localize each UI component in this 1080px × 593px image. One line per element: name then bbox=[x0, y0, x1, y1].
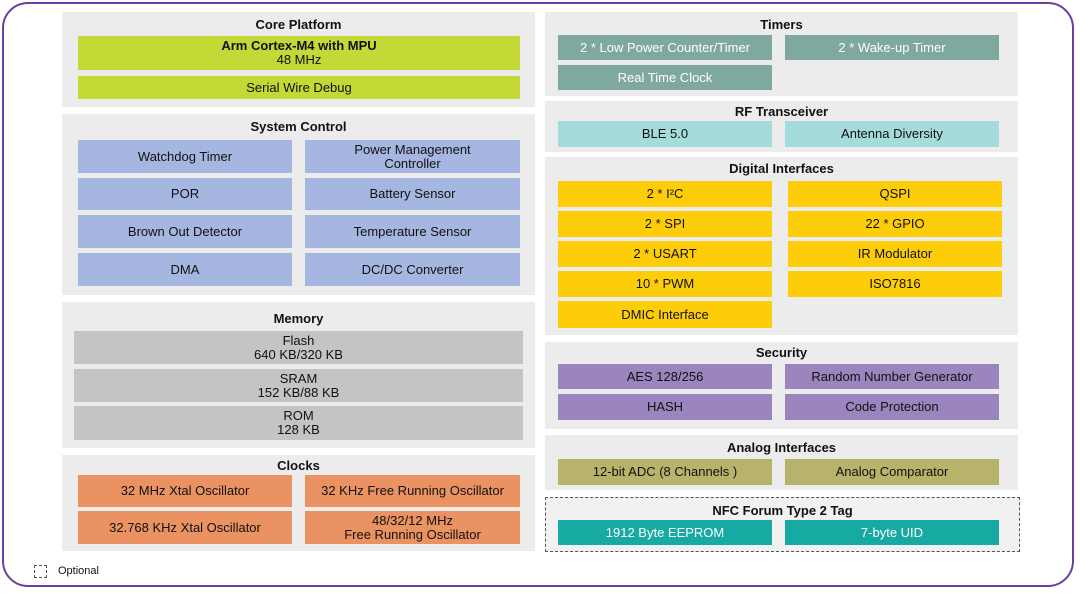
power-management-block: Power Management Controller bbox=[305, 140, 520, 173]
clocks-panel: Clocks 32 MHz Xtal Oscillator 32 KHz Fre… bbox=[62, 455, 535, 551]
48-32-12mhz-line2: Free Running Oscillator bbox=[344, 526, 481, 542]
analog-comparator-block: Analog Comparator bbox=[785, 459, 999, 485]
48-32-12mhz-block: 48/32/12 MHz Free Running Oscillator bbox=[305, 511, 520, 544]
32mhz-xtal-block: 32 MHz Xtal Oscillator bbox=[78, 475, 292, 507]
low-power-counter-block: 2 * Low Power Counter/Timer bbox=[558, 35, 772, 60]
battery-sensor-block: Battery Sensor bbox=[305, 178, 520, 210]
rom-block: ROM 128 KB bbox=[74, 406, 523, 440]
optional-legend-swatch bbox=[34, 565, 47, 578]
32khz-free-running-block: 32 KHz Free Running Oscillator bbox=[305, 475, 520, 507]
digital-interfaces-title: Digital Interfaces bbox=[729, 161, 834, 176]
pwm-block: 10 * PWM bbox=[558, 271, 772, 297]
nfc-title: NFC Forum Type 2 Tag bbox=[712, 503, 853, 518]
rom-name: ROM bbox=[283, 408, 314, 423]
qspi-block: QSPI bbox=[788, 181, 1002, 207]
timers-panel: Timers 2 * Low Power Counter/Timer 2 * W… bbox=[545, 12, 1018, 96]
memory-title: Memory bbox=[273, 311, 324, 326]
adc-block: 12-bit ADC (8 Channels ) bbox=[558, 459, 772, 485]
por-block: POR bbox=[78, 178, 292, 210]
dcdc-converter-block: DC/DC Converter bbox=[305, 253, 520, 286]
rf-transceiver-title: RF Transceiver bbox=[734, 104, 829, 119]
temperature-sensor-block: Temperature Sensor bbox=[305, 215, 520, 248]
system-control-title: System Control bbox=[250, 119, 347, 134]
timers-title: Timers bbox=[760, 17, 803, 32]
rom-size: 128 KB bbox=[277, 422, 320, 437]
gpio-block: 22 * GPIO bbox=[788, 211, 1002, 237]
sram-block: SRAM 152 KB/88 KB bbox=[74, 369, 523, 402]
rf-transceiver-panel: RF Transceiver BLE 5.0 Antenna Diversity bbox=[545, 101, 1018, 152]
watchdog-timer-block: Watchdog Timer bbox=[78, 140, 292, 173]
ir-modulator-block: IR Modulator bbox=[788, 241, 1002, 267]
ble-block: BLE 5.0 bbox=[558, 121, 772, 147]
real-time-clock-block: Real Time Clock bbox=[558, 65, 772, 90]
digital-interfaces-panel: Digital Interfaces 2 * I²C QSPI 2 * SPI … bbox=[545, 157, 1018, 335]
antenna-diversity-block: Antenna Diversity bbox=[785, 121, 999, 147]
cpu-frequency: 48 MHz bbox=[276, 52, 322, 67]
eeprom-block: 1912 Byte EEPROM bbox=[558, 520, 772, 545]
analog-interfaces-panel: Analog Interfaces 12-bit ADC (8 Channels… bbox=[545, 435, 1018, 490]
core-platform-title: Core Platform bbox=[255, 17, 342, 32]
wakeup-timer-block: 2 * Wake-up Timer bbox=[785, 35, 999, 60]
flash-block: Flash 640 KB/320 KB bbox=[74, 331, 523, 364]
serial-wire-debug-block: Serial Wire Debug bbox=[78, 76, 520, 99]
32768khz-xtal-block: 32.768 KHz Xtal Oscillator bbox=[78, 511, 292, 544]
uid-block: 7-byte UID bbox=[785, 520, 999, 545]
cpu-name: Arm Cortex-M4 with MPU bbox=[221, 38, 377, 53]
core-platform-panel: Core Platform Arm Cortex-M4 with MPU 48 … bbox=[62, 12, 535, 107]
optional-legend-label: Optional bbox=[58, 565, 99, 577]
i2c-block: 2 * I²C bbox=[558, 181, 772, 207]
flash-name: Flash bbox=[282, 332, 315, 348]
iso7816-block: ISO7816 bbox=[788, 271, 1002, 297]
clocks-title: Clocks bbox=[277, 458, 320, 473]
spi-block: 2 * SPI bbox=[558, 211, 772, 237]
usart-block: 2 * USART bbox=[558, 241, 772, 267]
power-management-line1: Power Management bbox=[354, 141, 471, 157]
dmic-interface-block: DMIC Interface bbox=[558, 301, 772, 328]
sram-size: 152 KB/88 KB bbox=[257, 384, 340, 400]
random-number-generator-block: Random Number Generator bbox=[785, 364, 999, 389]
analog-interfaces-title: Analog Interfaces bbox=[726, 440, 837, 455]
power-management-line2: Controller bbox=[384, 155, 441, 171]
security-panel: Security AES 128/256 Random Number Gener… bbox=[545, 342, 1018, 429]
memory-panel: Memory Flash 640 KB/320 KB SRAM 152 KB/8… bbox=[62, 302, 535, 448]
security-title: Security bbox=[755, 345, 808, 360]
hash-block: HASH bbox=[558, 394, 772, 420]
aes-block: AES 128/256 bbox=[558, 364, 772, 389]
dma-block: DMA bbox=[78, 253, 292, 286]
system-control-panel: System Control Watchdog Timer Power Mana… bbox=[62, 114, 535, 295]
48-32-12mhz-line1: 48/32/12 MHz bbox=[372, 512, 453, 528]
brown-out-detector-block: Brown Out Detector bbox=[78, 215, 292, 248]
flash-size: 640 KB/320 KB bbox=[254, 346, 343, 362]
code-protection-block: Code Protection bbox=[785, 394, 999, 420]
nfc-panel: NFC Forum Type 2 Tag 1912 Byte EEPROM 7-… bbox=[545, 497, 1020, 552]
cpu-block: Arm Cortex-M4 with MPU 48 MHz bbox=[78, 36, 520, 70]
sram-name: SRAM bbox=[279, 370, 318, 386]
